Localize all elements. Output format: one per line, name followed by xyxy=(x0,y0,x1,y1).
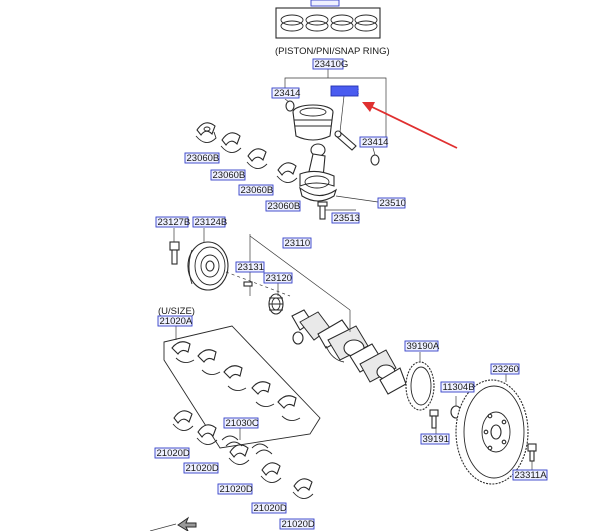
label-39190A[interactable]: 39190A xyxy=(404,340,440,352)
label-23124B[interactable]: 23124B xyxy=(192,216,228,228)
svg-text:23510: 23510 xyxy=(380,198,406,209)
ring-set-frame xyxy=(275,7,381,39)
flywheel-bolt xyxy=(527,443,537,462)
svg-text:23513: 23513 xyxy=(334,213,360,224)
svg-text:39190A: 39190A xyxy=(407,341,440,352)
label-23260[interactable]: 23260 xyxy=(490,363,520,375)
front-direction-arrow-icon xyxy=(177,516,197,531)
label-21020D-4[interactable]: 21020D xyxy=(251,502,287,514)
label-11304B[interactable]: 11304B xyxy=(440,381,475,393)
label-21020D-2[interactable]: 21020D xyxy=(183,462,219,474)
label-23414-right[interactable]: 23414 xyxy=(359,136,388,148)
bearing-shells-upper xyxy=(195,122,298,183)
label-23060B-1[interactable]: 23060B xyxy=(184,152,220,164)
svg-text:23412: 23412 xyxy=(333,86,359,97)
svg-text:21020D: 21020D xyxy=(220,484,253,495)
label-21020D-1[interactable]: 21020D xyxy=(154,447,190,459)
svg-text:21020D: 21020D xyxy=(254,503,287,514)
snap-ring-left xyxy=(285,100,295,112)
svg-text:23311A: 23311A xyxy=(515,470,548,481)
label-23120[interactable]: 23120 xyxy=(263,272,293,284)
crank-pulley xyxy=(187,241,229,291)
svg-text:23260: 23260 xyxy=(493,364,519,375)
crankshaft xyxy=(291,309,407,395)
svg-text:21020A: 21020A xyxy=(160,316,193,327)
usize-caption: (U/SIZE) xyxy=(158,306,195,317)
svg-text:23060B: 23060B xyxy=(268,201,301,212)
label-23412-highlighted[interactable]: 23412 xyxy=(330,85,359,97)
label-21030C[interactable]: 21030C xyxy=(223,417,259,429)
label-23110[interactable]: 23110 xyxy=(282,237,312,249)
svg-text:23414: 23414 xyxy=(274,88,300,99)
label-21020D-5[interactable]: 21020D xyxy=(279,518,315,530)
svg-text:23060B: 23060B xyxy=(187,153,220,164)
label-39191[interactable]: 39191 xyxy=(420,433,450,445)
svg-text:23127B: 23127B xyxy=(158,217,191,228)
label-23513[interactable]: 23513 xyxy=(331,212,360,224)
label-23311A[interactable]: 23311A xyxy=(512,469,548,481)
svg-text:11304B: 11304B xyxy=(443,382,475,393)
svg-text:21030C: 21030C xyxy=(226,418,259,429)
ring-set-top-label-box xyxy=(310,0,340,7)
label-23127B[interactable]: 23127B xyxy=(155,216,191,228)
piston xyxy=(292,104,334,141)
piston-set-caption: (PISTON/PNI/SNAP RING) xyxy=(275,46,390,57)
label-23060B-3[interactable]: 23060B xyxy=(238,184,274,196)
reluctor-ring xyxy=(405,361,435,411)
main-bearing-panel xyxy=(163,325,321,449)
rod-bolt xyxy=(317,201,328,220)
svg-text:23124B: 23124B xyxy=(195,217,228,228)
crank-sprocket xyxy=(268,293,284,315)
thrust-washers xyxy=(221,435,273,455)
reluctor-bolt xyxy=(429,409,439,429)
flywheel xyxy=(455,379,529,485)
piston-pin xyxy=(334,130,357,151)
svg-text:23110: 23110 xyxy=(285,238,311,249)
label-23510[interactable]: 23510 xyxy=(377,197,406,209)
svg-text:23410G: 23410G xyxy=(315,59,349,70)
label-23414-left[interactable]: 23414 xyxy=(271,87,300,99)
label-23410G[interactable]: 23410G xyxy=(312,58,349,70)
svg-text:21020D: 21020D xyxy=(186,463,219,474)
crank-key xyxy=(243,281,253,287)
label-21020A[interactable]: 21020A xyxy=(157,315,193,327)
svg-text:39191: 39191 xyxy=(423,434,449,445)
connecting-rod xyxy=(299,143,338,202)
snap-ring-right xyxy=(370,154,380,166)
label-21020D-3[interactable]: 21020D xyxy=(217,483,253,495)
svg-text:23131: 23131 xyxy=(238,262,264,273)
svg-text:23060B: 23060B xyxy=(213,170,246,181)
piston-ring-set xyxy=(275,0,381,39)
svg-text:23060B: 23060B xyxy=(241,185,274,196)
label-23060B-4[interactable]: 23060B xyxy=(265,200,301,212)
highlight-arrow-icon xyxy=(362,102,458,149)
pulley-bolt xyxy=(169,241,180,265)
svg-text:23414: 23414 xyxy=(362,137,388,148)
bearing-shells-lower xyxy=(172,410,314,499)
label-23131[interactable]: 23131 xyxy=(235,261,265,273)
svg-text:21020D: 21020D xyxy=(282,519,315,530)
svg-text:21020D: 21020D xyxy=(157,448,190,459)
label-23060B-2[interactable]: 23060B xyxy=(210,169,246,181)
svg-text:23120: 23120 xyxy=(266,273,292,284)
